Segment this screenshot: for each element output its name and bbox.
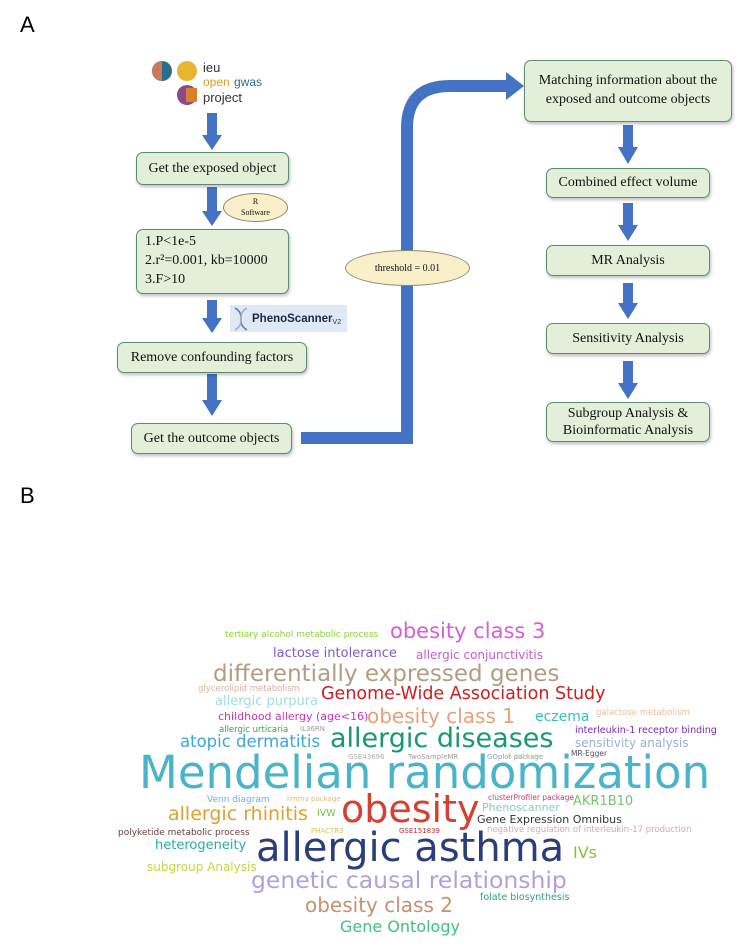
word-phactr3: PHACTR3	[311, 827, 344, 835]
ieu-logo-circles-icon	[152, 61, 197, 105]
subgroup-analysis-label: Subgroup Analysis & Bioinformatic Analys…	[562, 405, 694, 439]
combined-effect-box: Combined effect volume	[546, 168, 710, 198]
word-obesity: obesity	[341, 787, 480, 831]
get-exposed-object-label: Get the exposed object	[148, 160, 277, 176]
criteria-line-3: 3.F>10	[145, 271, 186, 287]
ieu-logo: ieu open gwas project	[150, 58, 270, 108]
criteria-line-1: 1.P<1e-5	[145, 234, 197, 250]
combined-effect-label: Combined effect volume	[558, 175, 698, 190]
mr-analysis-box: MR Analysis	[546, 245, 710, 276]
word-galactose: galactose metabolism	[596, 708, 690, 718]
get-outcome-objects-label: Get the outcome objects	[143, 430, 280, 446]
arrow-matching-to-combined	[618, 125, 638, 164]
sensitivity-analysis-box: Sensitivity Analysis	[546, 323, 710, 354]
word-gse151839: GSE151839	[399, 827, 441, 835]
word-goplot: GOplot package	[487, 753, 544, 761]
subgroup-analysis-box: Subgroup Analysis & Bioinformatic Analys…	[546, 402, 710, 442]
word-r-software: R software	[508, 753, 540, 760]
word-twosamplemr: TwoSampleMR	[408, 753, 459, 761]
matching-information-label: Matching information about the exposed a…	[538, 73, 718, 107]
arrow-sensitivity-to-subgroup	[618, 361, 638, 399]
connector-outcome-to-matching	[301, 80, 510, 444]
remove-confounding-label: Remove confounding factors	[130, 349, 294, 365]
panel-label-a: A	[20, 12, 35, 37]
word-allergic-purpura: allergic purpura	[215, 694, 319, 709]
dna-helix-icon	[234, 306, 248, 331]
remove-confounding-box: Remove confounding factors	[117, 342, 307, 373]
word-cloud: tertiary alcohol metabolic process obesi…	[0, 600, 744, 951]
word-sensitivity-analysis: sensitivity analysis	[575, 736, 689, 750]
phenoscanner-logo: PhenoScanner V2	[230, 305, 347, 332]
word-allergic-asthma: allergic asthma	[256, 825, 565, 871]
arrow-criteria-to-remove	[202, 300, 222, 333]
word-tertiary-alcohol: tertiary alcohol metabolic process	[225, 630, 379, 640]
logo-line2b: gwas	[234, 75, 263, 89]
threshold-ellipse: threshold = 0.01	[345, 250, 470, 286]
word-neg-reg-il17: negative regulation of interleukin-17 pr…	[487, 825, 692, 835]
arrow-exposed-to-criteria	[202, 187, 222, 226]
word-lactose-intolerance: lactose intolerance	[273, 646, 397, 661]
word-clusterprofiler: clusterProfiler package	[488, 793, 574, 802]
selection-criteria-box: 1.P<1e-5 2.r²=0.001, kb=10000 3.F>10	[136, 229, 289, 294]
word-mendelian-randomization: Mendelian randomization	[139, 746, 711, 799]
word-allergic-conjunctivitis: allergic conjunctivitis	[416, 648, 543, 662]
matching-information-box: Matching information about the exposed a…	[524, 60, 732, 122]
word-venn-diagram: Venn diagram	[207, 795, 270, 805]
word-glycerolipid: glycerolipid metabolism	[198, 684, 300, 694]
r-software-line2: Software	[241, 207, 270, 217]
word-ivw: IVW	[317, 808, 336, 819]
word-childhood-allergy: childhood allergy (age<16)	[218, 710, 369, 723]
word-differentially-expressed: differentially expressed genes	[213, 661, 560, 687]
word-polyketide: polyketide metabolic process	[118, 828, 250, 838]
phenoscanner-label: PhenoScanner	[252, 312, 333, 325]
sensitivity-analysis-label: Sensitivity Analysis	[572, 330, 684, 346]
word-subgroup-analysis: subgroup Analysis	[147, 860, 257, 874]
logo-line3: project	[203, 90, 243, 105]
phenoscanner-version: V2	[332, 319, 342, 326]
word-atopic-dermatitis: atopic dermatitis	[180, 732, 321, 751]
word-geo: Gene Expression Omnibus	[477, 813, 622, 826]
word-genetic-causal: genetic causal relationship	[251, 866, 567, 894]
word-allergic-rhinitis: allergic rhinitis	[168, 803, 308, 825]
arrow-remove-to-outcome	[202, 374, 222, 416]
word-ivs: IVs	[573, 843, 597, 862]
r-software-line1: R	[252, 197, 259, 207]
word-heterogeneity: heterogeneity	[155, 838, 247, 853]
word-il1-receptor: interleukin-1 receptor binding	[575, 725, 717, 736]
word-gwas: Genome-Wide Association Study	[321, 684, 606, 704]
word-il36rn: IL36RN	[300, 725, 325, 733]
get-outcome-objects-box: Get the outcome objects	[131, 423, 292, 454]
mr-analysis-label: MR Analysis	[591, 252, 665, 268]
word-gene-ontology: Gene Ontology	[340, 917, 460, 936]
word-obesity-class-2: obesity class 2	[305, 893, 453, 917]
threshold-label: threshold = 0.01	[374, 262, 441, 274]
word-limma: limma package	[287, 795, 341, 803]
word-folate: folate biosynthesis	[480, 892, 570, 903]
word-allergic-urticaria: allergic urticaria	[219, 725, 289, 735]
r-software-ellipse: R Software	[223, 193, 288, 222]
arrow-logo-to-exposed	[202, 113, 222, 150]
criteria-line-2: 2.r²=0.001, kb=10000	[145, 253, 268, 269]
logo-line1: ieu	[203, 60, 221, 75]
word-mr-egger: MR-Egger	[571, 749, 608, 758]
word-obesity-class-1: obesity class 1	[367, 704, 515, 728]
panel-label-b: B	[20, 483, 35, 508]
word-allergic-diseases: allergic diseases	[330, 723, 554, 754]
word-gse43696: GSE43696	[348, 753, 385, 761]
word-eczema: eczema	[535, 709, 590, 725]
word-phenoscanner: Phenoscanner	[482, 801, 560, 814]
arrow-combined-to-mr	[618, 203, 638, 241]
word-obesity-class-3: obesity class 3	[390, 619, 546, 643]
flow-arrows	[202, 72, 638, 444]
word-akr1b10: AKR1B10	[573, 794, 634, 809]
logo-line2a: open	[203, 75, 230, 89]
get-exposed-object-box: Get the exposed object	[136, 152, 289, 185]
arrow-mr-to-sensitivity	[618, 283, 638, 319]
